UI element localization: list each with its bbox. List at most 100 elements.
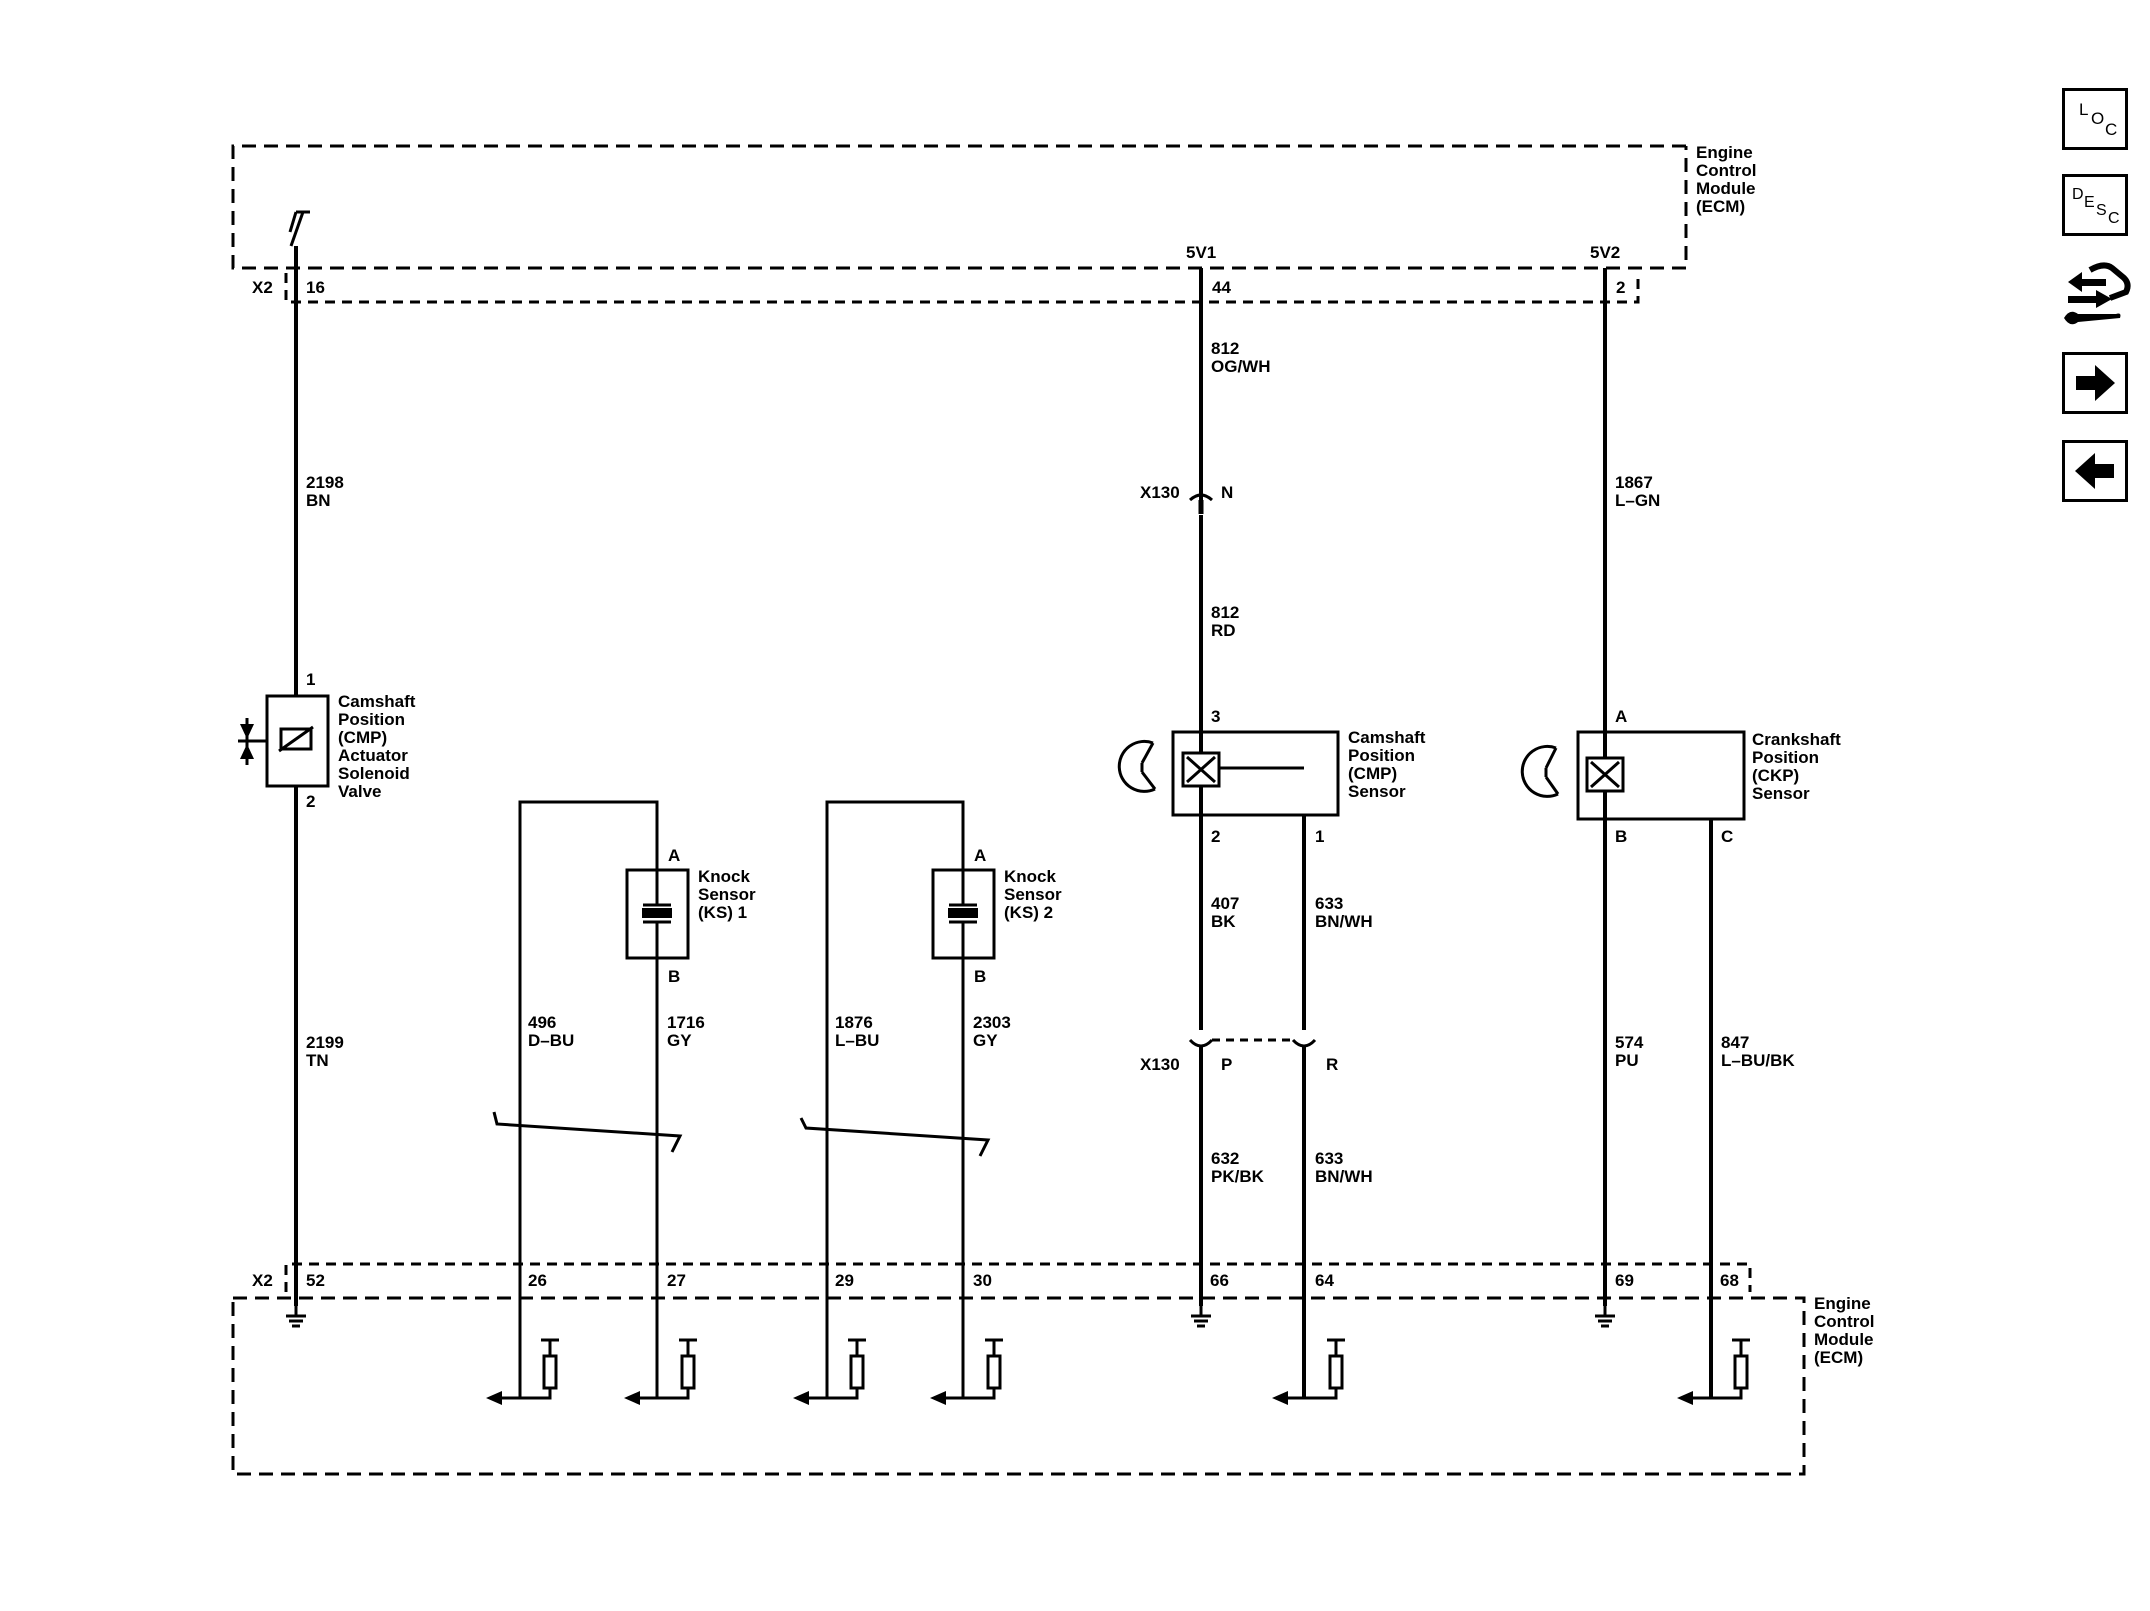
wire-1876	[825, 800, 965, 1398]
ckp-sensor-pin-b: B	[1615, 827, 1627, 846]
ecm-bottom-connector-label: X2	[252, 1271, 273, 1290]
wire-2198-color: BN	[306, 491, 331, 510]
ks1-label-line1: Knock	[698, 867, 751, 886]
ground-symbol	[1189, 1304, 1213, 1328]
pin-64-label: 64	[1315, 1271, 1334, 1290]
wire-2199-color: TN	[306, 1051, 329, 1070]
cmp-actuator-solenoid-box	[265, 694, 330, 788]
location-button[interactable]: L O C	[2062, 88, 2128, 150]
x2-top-connector-outline	[284, 273, 1640, 304]
wire-1716-circuit: 1716	[667, 1013, 705, 1032]
ckp-sensor-pin-c: C	[1721, 827, 1733, 846]
x130-terminal-n	[1188, 493, 1214, 502]
pin-30-label: 30	[973, 1271, 992, 1290]
x130-label-bottom: X130	[1140, 1055, 1180, 1074]
ks1-label-line3: (KS) 1	[698, 903, 747, 922]
ks1-label-line2: Sensor	[698, 885, 756, 904]
wire-633-sensor-color: BN/WH	[1315, 912, 1373, 931]
wire-2199-circuit: 2199	[306, 1033, 344, 1052]
piezo-element-icon	[642, 908, 672, 918]
wire-2303-color: GY	[973, 1031, 998, 1050]
previous-page-button[interactable]	[2062, 440, 2128, 502]
cmp-sensor-label-line1: Camshaft	[1348, 728, 1426, 747]
ecm-bottom-title-line1: Engine	[1814, 1294, 1871, 1313]
wire-812-og-wh-color: OG/WH	[1211, 357, 1271, 376]
wire-2303-circuit: 2303	[973, 1013, 1011, 1032]
ecm-bottom-boundary	[231, 1296, 1806, 1476]
cmp-sensor-label-line3: (CMP)	[1348, 764, 1397, 783]
desc-letter-e: E	[2084, 194, 2095, 211]
x130-pin-p: P	[1221, 1055, 1232, 1074]
pin-16-label: 16	[306, 278, 325, 297]
cmp-actuator-pin-2: 2	[306, 792, 315, 811]
wire-633-sensor-circuit: 633	[1315, 894, 1343, 913]
cmp-actuator-label-line5: Solenoid	[338, 764, 410, 783]
pull-up-resistor	[1304, 1338, 1347, 1400]
desc-letter-c: C	[2108, 210, 2120, 227]
cmp-sensor-pin-1: 1	[1315, 827, 1324, 846]
loc-letter-c: C	[2105, 120, 2117, 139]
ground-symbol	[284, 1304, 308, 1328]
solenoid-actuator-arrows-icon	[238, 718, 267, 765]
wire-632-color: PK/BK	[1211, 1167, 1265, 1186]
pin-26-label: 26	[528, 1271, 547, 1290]
ks2-pin-b: B	[974, 967, 986, 986]
piezo-element-icon	[948, 908, 978, 918]
cmp-actuator-label-line1: Camshaft	[338, 692, 416, 711]
wire-847-color: L–BU/BK	[1721, 1051, 1795, 1070]
ckp-sensor-label-line2: Position	[1752, 748, 1819, 767]
cmp-actuator-circuit: 1 2 Camshaft Position (CMP) Actuator Sol…	[238, 246, 416, 1306]
ecm-top-module: Engine Control Module (ECM) X2 16 5V1 44…	[231, 143, 1756, 304]
pull-up-resistor	[962, 1338, 1005, 1400]
wire-812-rd-color: RD	[1211, 621, 1236, 640]
pin-68-label: 68	[1720, 1271, 1739, 1290]
ground-symbol	[1593, 1304, 1617, 1328]
wire-1867-circuit: 1867	[1615, 473, 1653, 492]
pull-up-resistor	[656, 1338, 699, 1400]
reluctor-wheel-icon	[1520, 744, 1559, 798]
left-arrow-icon	[2075, 453, 2114, 489]
wire-496	[518, 800, 659, 1398]
signal-arrow	[624, 1391, 640, 1405]
cmp-sensor-pin-3: 3	[1211, 707, 1220, 726]
supply-5v2-label: 5V2	[1590, 243, 1620, 262]
next-page-button[interactable]	[2062, 352, 2128, 414]
x130-pin-n: N	[1221, 483, 1233, 502]
wire-574-circuit: 574	[1615, 1033, 1644, 1052]
wire-812-rd-circuit: 812	[1211, 603, 1239, 622]
wire-1716-color: GY	[667, 1031, 692, 1050]
x130-terminal-r	[1291, 1038, 1317, 1048]
ecm-bottom-title-line3: Module	[1814, 1330, 1874, 1349]
knock-sensor-2-circuit: A B Knock Sensor (KS) 2 1876 L–BU 2303 G…	[799, 800, 1062, 1398]
pin-44-label: 44	[1212, 278, 1231, 297]
signal-arrow	[1677, 1391, 1693, 1405]
cmp-sensor-label-line4: Sensor	[1348, 782, 1406, 801]
service-tool-icon[interactable]	[2060, 258, 2134, 330]
ks2-label-line1: Knock	[1004, 867, 1057, 886]
cmp-actuator-pin-1: 1	[306, 670, 315, 689]
wire-407-color: BK	[1211, 912, 1236, 931]
ecm-bottom-title-line2: Control	[1814, 1312, 1874, 1331]
ks2-pin-a: A	[974, 846, 986, 865]
wire-407-circuit: 407	[1211, 894, 1239, 913]
ecm-bottom-title-line4: (ECM)	[1814, 1348, 1863, 1367]
loc-letter-l: L	[2079, 100, 2088, 119]
ecm-top-title-line1: Engine	[1696, 143, 1753, 162]
desc-letter-d: D	[2072, 186, 2084, 203]
description-button[interactable]: D E S C	[2062, 174, 2128, 236]
pull-up-resistor	[1709, 1338, 1752, 1400]
cmp-actuator-label-line2: Position	[338, 710, 405, 729]
cmp-actuator-label-line6: Valve	[338, 782, 382, 801]
cmp-actuator-label-line3: (CMP)	[338, 728, 387, 747]
ckp-sensor-label-line4: Sensor	[1752, 784, 1810, 803]
ks1-pin-b: B	[668, 967, 680, 986]
wire-633-ecm-circuit: 633	[1315, 1149, 1343, 1168]
wire-1876-color: L–BU	[835, 1031, 879, 1050]
ckp-sensor-label-line3: (CKP)	[1752, 766, 1799, 785]
ecm-top-title-line3: Module	[1696, 179, 1756, 198]
x2-bottom-connector-outline	[284, 1262, 1752, 1292]
cmp-sensor-circuit: X130 N X130 P R 3 2 1 Camshaft Position …	[1117, 268, 1426, 1398]
desc-letter-s: S	[2096, 202, 2107, 219]
ecm-top-boundary	[231, 144, 1688, 270]
pin-27-label: 27	[667, 1271, 686, 1290]
